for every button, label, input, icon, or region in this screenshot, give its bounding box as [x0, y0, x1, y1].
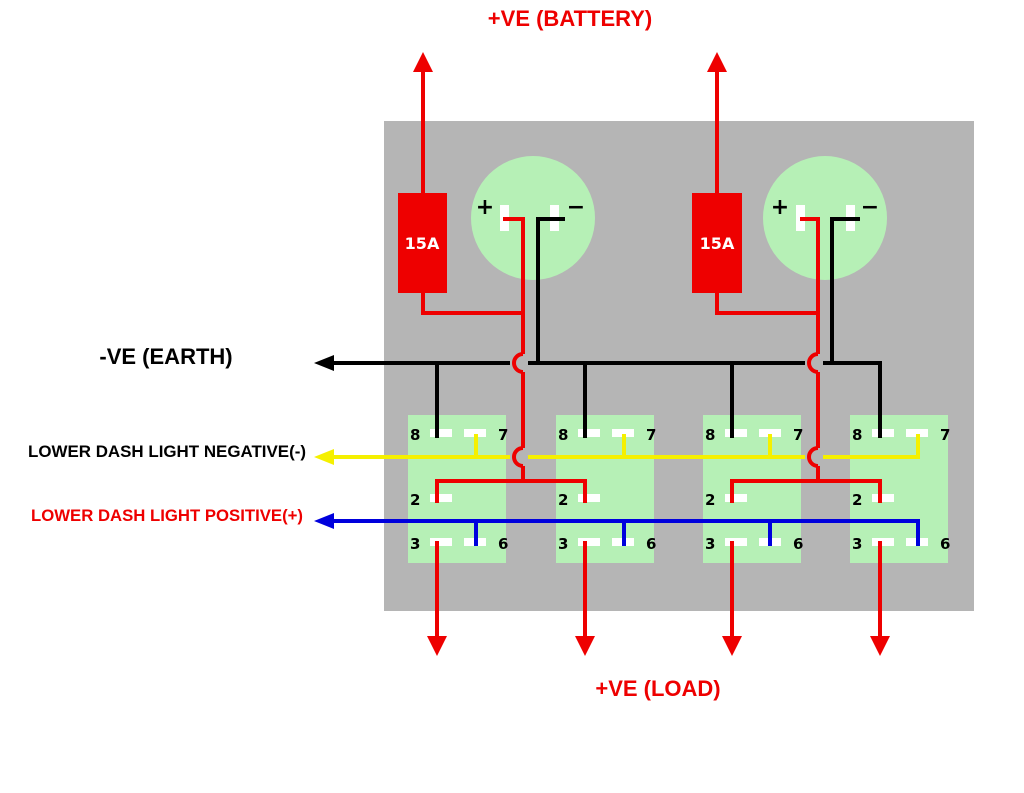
pin-6-label: 6 — [498, 535, 508, 553]
pin3-terminal — [430, 538, 452, 546]
battery-arrow-icon — [707, 52, 727, 72]
dash-negative-bus — [823, 434, 920, 459]
pin3-terminal — [872, 538, 894, 546]
load-arrow-icon — [427, 636, 447, 656]
dash-positive-bus — [330, 519, 920, 546]
pin3-terminal — [578, 538, 600, 546]
pin-7-label: 7 — [940, 426, 950, 444]
rocker-switch-4: 8 7 2 3 6 — [850, 415, 950, 563]
fuse-body — [398, 193, 447, 293]
pin2-terminal — [872, 494, 894, 502]
pin-6-label: 6 — [940, 535, 950, 553]
minus-sign: − — [861, 195, 879, 220]
pin-6-label: 6 — [646, 535, 656, 553]
pin8-terminal — [430, 429, 452, 437]
switch-body — [850, 415, 948, 563]
plus-sign: + — [476, 195, 494, 220]
rocker-switch-2: 8 7 2 3 6 — [556, 415, 656, 563]
fuse-1-out — [421, 292, 523, 315]
pin-3-label: 3 — [558, 535, 568, 553]
pin-2-label: 2 — [558, 491, 568, 509]
pin3-terminal — [725, 538, 747, 546]
socket-2: + − — [763, 156, 887, 280]
fuse-body — [692, 193, 742, 293]
switch-body — [703, 415, 801, 563]
socket-1-positive-wire — [503, 217, 525, 354]
dash-negative-arrow-icon — [314, 449, 334, 465]
socket-body — [471, 156, 595, 280]
load-arrow-icon — [870, 636, 890, 656]
pin7-terminal — [612, 429, 634, 437]
wire-hop — [807, 352, 819, 374]
load-arrow-icon — [575, 636, 595, 656]
pin7-terminal — [464, 429, 486, 437]
battery-label: +VE (BATTERY) — [488, 6, 652, 31]
socket-body — [763, 156, 887, 280]
pin-2-label: 2 — [410, 491, 420, 509]
wire-hop — [512, 446, 524, 468]
pin8-terminal — [578, 429, 600, 437]
positive-wiring — [421, 68, 882, 640]
socket-1-earth-wire — [536, 217, 565, 363]
fuse-2-out — [715, 292, 818, 315]
pin2-feed-2 — [730, 479, 882, 503]
battery-arrow-icon — [413, 52, 433, 72]
pin2-terminal — [725, 494, 747, 502]
pin7-terminal — [759, 429, 781, 437]
dash-positive-label: LOWER DASH LIGHT POSITIVE(+) — [31, 506, 303, 525]
dash-negative-wiring — [330, 434, 920, 459]
fuse-2: 15A — [692, 193, 742, 293]
socket-2-positive-wire — [800, 217, 820, 354]
switch-body — [556, 415, 654, 563]
earth-wiring — [330, 217, 882, 438]
minus-sign: − — [567, 195, 585, 220]
pin-7-label: 7 — [793, 426, 803, 444]
plus-sign: + — [771, 195, 789, 220]
wire-hop — [807, 446, 819, 468]
fuse-1: 15A — [398, 193, 447, 293]
pin-6-label: 6 — [793, 535, 803, 553]
pin8-terminal — [872, 429, 894, 437]
earth-arrow-icon — [314, 355, 334, 371]
pin2-terminal — [578, 494, 600, 502]
dash-negative-label: LOWER DASH LIGHT NEGATIVE(-) — [28, 442, 306, 461]
pin-8-label: 8 — [410, 426, 420, 444]
dash-positive-wiring — [330, 519, 920, 546]
earth-bus — [823, 361, 882, 438]
rocker-switch-1: 8 7 2 3 6 — [408, 415, 508, 563]
load-arrow-icon — [722, 636, 742, 656]
pin-2-label: 2 — [705, 491, 715, 509]
pin8-terminal — [725, 429, 747, 437]
rocker-switch-3: 8 7 2 3 6 — [703, 415, 803, 563]
fuse-rating: 15A — [405, 234, 440, 253]
fuse-rating: 15A — [700, 234, 735, 253]
wire-hop — [512, 352, 524, 374]
pin2-terminal — [430, 494, 452, 502]
pin-3-label: 3 — [705, 535, 715, 553]
pin7-terminal — [906, 429, 928, 437]
pin-3-label: 3 — [410, 535, 420, 553]
pin-7-label: 7 — [646, 426, 656, 444]
pin-8-label: 8 — [558, 426, 568, 444]
pin-8-label: 8 — [705, 426, 715, 444]
socket-2-earth-wire — [830, 217, 860, 363]
socket-1: + − — [471, 156, 595, 280]
pin-8-label: 8 — [852, 426, 862, 444]
switch-body — [408, 415, 506, 563]
load-label: +VE (LOAD) — [595, 676, 720, 701]
pin-3-label: 3 — [852, 535, 862, 553]
earth-label: -VE (EARTH) — [99, 344, 232, 369]
dash-positive-arrow-icon — [314, 513, 334, 529]
pin2-feed-1 — [435, 479, 587, 503]
pin-2-label: 2 — [852, 491, 862, 509]
pin-7-label: 7 — [498, 426, 508, 444]
